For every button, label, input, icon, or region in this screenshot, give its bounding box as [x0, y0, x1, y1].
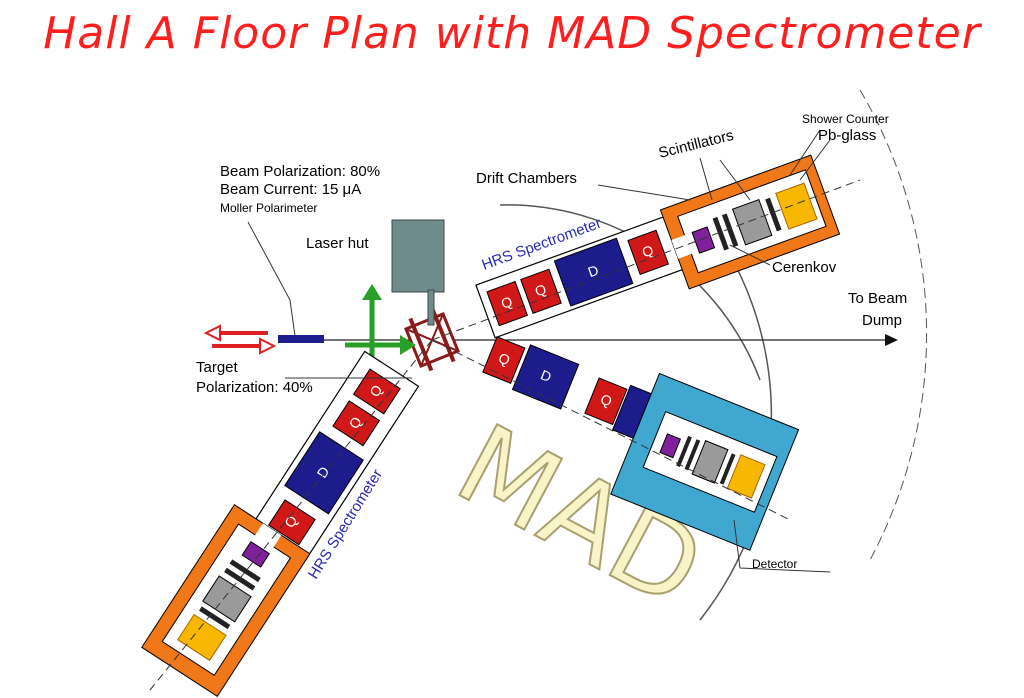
target-label: Target — [196, 359, 239, 376]
quad-magnet — [267, 499, 316, 546]
leader-lines — [247, 129, 831, 573]
quad-magnet — [627, 229, 670, 275]
target-polarization-arrows — [345, 284, 416, 365]
shower-counter-label: Shower Counter — [802, 112, 889, 126]
upper-axis — [431, 179, 861, 341]
target-polarization-label: Polarization: 40% — [196, 379, 313, 396]
lower-axis — [149, 339, 433, 691]
mad-axis — [431, 339, 791, 521]
detector-label: Detector — [752, 557, 797, 571]
dipole-magnet — [284, 431, 364, 515]
beam-polarization-label: Beam Polarization: 80% — [220, 163, 380, 180]
drift-chambers-label: Drift Chambers — [476, 170, 577, 187]
cerenkov-label: Cerenkov — [772, 259, 837, 276]
moller-label: Moller Polarimeter — [220, 201, 317, 215]
to-beam-label: To Beam — [848, 290, 907, 307]
quad-label: Q — [499, 293, 515, 312]
mad-detector-hut — [610, 372, 800, 551]
hrs-upper: Q Q D Q — [475, 215, 684, 339]
laser-beam-pipe — [427, 289, 435, 326]
quad-label: Q — [640, 242, 656, 261]
hrs-upper-detector-hut — [659, 154, 841, 290]
moller-polarimeter — [278, 335, 324, 343]
quad-magnet — [352, 368, 401, 415]
quad-magnet — [332, 400, 381, 447]
page-title: Hall A Floor Plan with MAD Spectrometer — [43, 8, 981, 59]
beam-arrow — [885, 334, 898, 346]
beam-polarization-arrows — [203, 324, 277, 355]
laser-hut-label: Laser hut — [306, 235, 369, 252]
beam-current-label: Beam Current: 15 μA — [220, 181, 361, 198]
dipole-magnet — [511, 344, 580, 410]
quad-magnet — [486, 280, 529, 327]
scintillators-label: Scintillators — [657, 127, 736, 162]
far-arc — [859, 89, 928, 561]
quad-magnet — [482, 336, 526, 384]
dump-label: Dump — [862, 312, 902, 329]
dipole-magnet — [553, 237, 634, 307]
laser-hut — [391, 219, 445, 293]
quad-magnet — [520, 268, 562, 314]
hrs-lower: Q D Q Q — [249, 350, 420, 564]
pb-glass-label: Pb-glass — [818, 127, 876, 144]
quad-label: Q — [533, 281, 549, 300]
quad-magnet — [584, 377, 628, 426]
